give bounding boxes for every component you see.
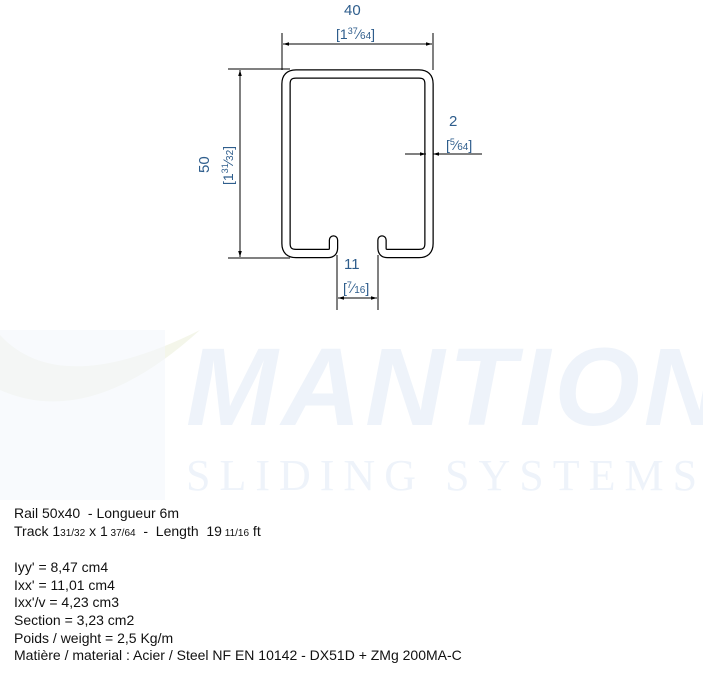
spec-ixx: Ixx' = 11,01 cm4 <box>14 576 115 593</box>
logo-block <box>0 330 165 500</box>
svg-text:2: 2 <box>449 113 457 130</box>
spec-title: Rail 50x40 - Longueur 6m <box>14 505 179 521</box>
svg-text:[7⁄16]: [7⁄16] <box>343 280 369 296</box>
svg-text:[131⁄32]: [131⁄32] <box>220 146 236 185</box>
watermark-brand: MANTION <box>186 326 703 449</box>
spec-track: Track 131/32 x 1 37/64 - Length 19 11/16… <box>14 522 261 539</box>
dim-slot: 11 [7⁄16] <box>343 256 369 296</box>
specifications: Rail 50x40 - Longueur 6m Track 131/32 x … <box>14 505 462 665</box>
spec-ixxv: Ixx'/v = 4,23 cm3 <box>14 594 119 611</box>
dim-thickness: 2 [5⁄64] <box>446 113 472 153</box>
svg-text:[137⁄64]: [137⁄64] <box>336 26 375 42</box>
dim-height: 50 [131⁄32] <box>196 146 236 185</box>
spec-material: Matière / material : Acier / Steel NF EN… <box>14 647 462 664</box>
dimension-lines <box>228 33 482 310</box>
svg-text:40: 40 <box>344 2 361 19</box>
spec-iyy: Iyy' = 8,47 cm4 <box>14 559 109 576</box>
spec-weight: Poids / weight = 2,5 Kg/m <box>14 629 174 646</box>
watermark: MANTION SLIDING SYSTEMS <box>0 326 703 500</box>
svg-text:50: 50 <box>196 156 213 173</box>
spec-section: Section = 3,23 cm2 <box>14 611 135 628</box>
rail-profile <box>281 69 434 259</box>
svg-text:[5⁄64]: [5⁄64] <box>446 137 472 153</box>
dim-width: 40 [137⁄64] <box>336 2 375 42</box>
watermark-tagline: SLIDING SYSTEMS <box>186 451 703 500</box>
svg-text:11: 11 <box>344 256 360 273</box>
